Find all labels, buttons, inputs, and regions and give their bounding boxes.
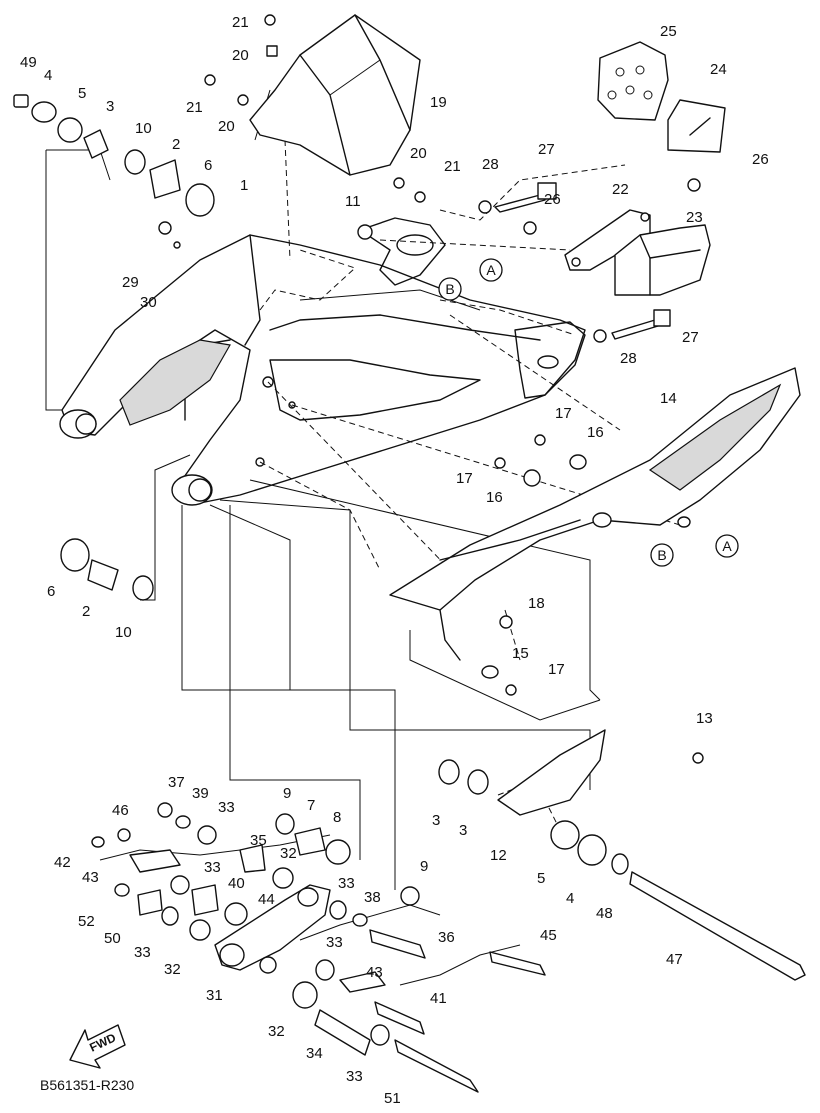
callout-9: 9 [283,785,291,802]
callout-33: 33 [326,934,343,951]
callout-23: 23 [686,209,703,226]
svg-text:B: B [445,281,454,297]
callout-16: 16 [486,489,503,506]
callout-33: 33 [338,875,355,892]
callout-50: 50 [104,930,121,947]
callout-28: 28 [620,350,637,367]
callout-5: 5 [78,85,86,102]
callout-18: 18 [528,595,545,612]
callout-16: 16 [587,424,604,441]
drawing-code: B561351-R230 [40,1077,134,1093]
callout-33: 33 [346,1068,363,1085]
callout-32: 32 [268,1023,285,1040]
callout-39: 39 [192,785,209,802]
callout-43: 43 [82,869,99,886]
callout-46: 46 [112,802,129,819]
callout-52: 52 [78,913,95,930]
callout-8: 8 [333,809,341,826]
callout-33: 33 [134,944,151,961]
callout-10: 10 [135,120,152,137]
callout-20: 20 [410,145,427,162]
callout-49: 49 [20,54,37,71]
callout-17: 17 [456,470,473,487]
callout-3: 3 [459,822,467,839]
callout-2: 2 [172,136,180,153]
callout-27: 27 [538,141,555,158]
chain-guard [389,367,801,661]
callout-26: 26 [544,191,561,208]
svg-text:B: B [657,547,666,563]
swingarm [59,217,586,506]
callout-51: 51 [384,1090,401,1107]
callout-7: 7 [307,797,315,814]
callout-31: 31 [206,987,223,1004]
callout-21: 21 [186,99,203,116]
svg-text:A: A [722,538,732,554]
callout-3: 3 [106,98,114,115]
callout-35: 35 [250,832,267,849]
callout-29: 29 [122,274,139,291]
callout-6: 6 [204,157,212,174]
callout-6: 6 [47,583,55,600]
callout-9: 9 [420,858,428,875]
callout-3: 3 [432,812,440,829]
callout-34: 34 [306,1045,323,1062]
callout-15: 15 [512,645,529,662]
callout-21: 21 [232,14,249,31]
callout-4: 4 [44,67,52,84]
svg-text:A: A [486,262,496,278]
callout-32: 32 [164,961,181,978]
callout-17: 17 [548,661,565,678]
callout-26: 26 [752,151,769,168]
callout-20: 20 [232,47,249,64]
callout-24: 24 [710,61,727,78]
reference-marker-a-lower: A [715,534,739,558]
callout-48: 48 [596,905,613,922]
callout-14: 14 [660,390,677,407]
callout-41: 41 [430,990,447,1007]
callout-25: 25 [660,23,677,40]
callout-45: 45 [540,927,557,944]
plate-24 [667,99,726,153]
callout-32: 32 [280,845,297,862]
callout-11: 11 [345,193,361,210]
callout-13: 13 [696,710,713,727]
callout-43: 43 [366,964,383,981]
callout-27: 27 [682,329,699,346]
callout-42: 42 [54,854,71,871]
hardware [13,14,806,1093]
callout-36: 36 [438,929,455,946]
reference-marker-a-upper: A [479,258,503,282]
callout-22: 22 [612,181,629,198]
callout-33: 33 [218,799,235,816]
callout-17: 17 [555,405,572,422]
fwd-arrow-icon: FWD [69,1024,126,1069]
reference-marker-b-upper: B [438,277,462,301]
callout-38: 38 [364,889,381,906]
callout-28: 28 [482,156,499,173]
callout-33: 33 [204,859,221,876]
callout-40: 40 [228,875,245,892]
callout-10: 10 [115,624,132,641]
callout-1: 1 [240,177,248,194]
assembly-lines [45,89,681,986]
callout-12: 12 [490,847,507,864]
callout-4: 4 [566,890,574,907]
reference-marker-b-lower: B [650,543,674,567]
callout-47: 47 [666,951,683,968]
cover-23 [614,224,711,296]
rear-fender-hugger [249,14,421,176]
callout-37: 37 [168,774,185,791]
callout-5: 5 [537,870,545,887]
damper-25 [597,41,669,121]
callout-20: 20 [218,118,235,135]
callout-19: 19 [430,94,447,111]
callout-30: 30 [140,294,157,311]
callout-21: 21 [444,158,461,175]
callout-44: 44 [258,891,275,908]
callout-2: 2 [82,603,90,620]
